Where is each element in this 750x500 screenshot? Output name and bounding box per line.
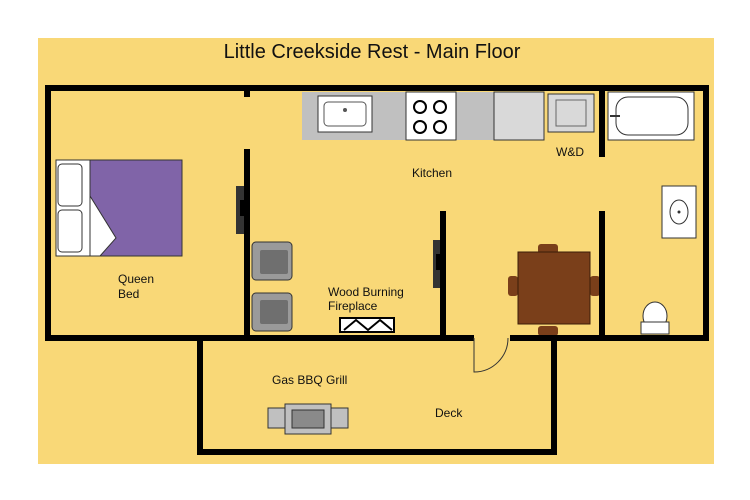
kitchen-sink [317,95,373,133]
tv-icon-living [433,240,442,288]
toilet [640,301,670,335]
label-deck: Deck [435,406,463,420]
label-kitchen: Kitchen [412,166,452,180]
tv-icon-bedroom [236,186,246,234]
armchair-bottom [251,292,293,332]
dining-table [508,244,600,336]
bathtub [607,91,695,141]
armchair-top [251,241,293,281]
refrigerator [493,91,545,141]
bbq-grill-icon [267,403,349,435]
plan-title: Little Creekside Rest - Main Floor [224,41,521,63]
label-grill: Gas BBQ Grill [272,373,347,387]
label-wd: W&D [556,145,584,159]
label-queen: Queen [118,272,154,286]
label-bed: Bed [118,287,139,301]
fireplace-icon [339,317,395,333]
label-fireplace-line2: Fireplace [328,299,378,313]
stove [405,91,457,141]
washer-dryer [547,93,595,133]
label-fireplace-line1: Wood Burning [328,285,404,299]
queen-bed [55,159,183,257]
bathroom-sink [661,185,697,239]
deck-door [473,334,510,373]
